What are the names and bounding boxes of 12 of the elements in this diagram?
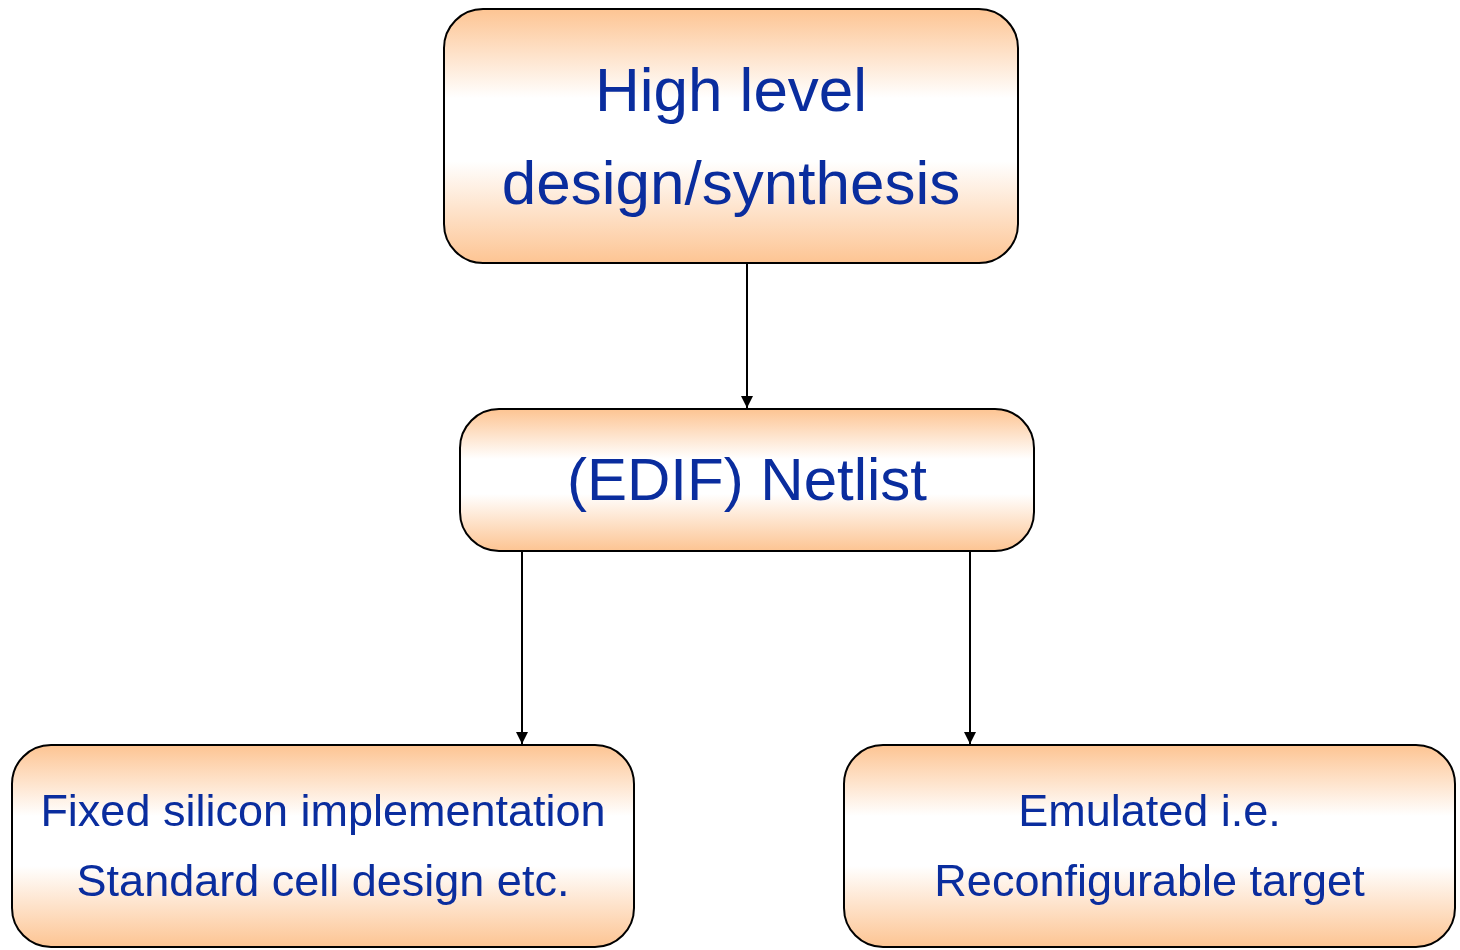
- box-text: Standard cell design etc.: [76, 854, 570, 908]
- process-box: [443, 8, 1019, 264]
- arrow: [964, 551, 976, 745]
- process-box: [459, 408, 1035, 552]
- box-text: (EDIF) Netlist: [567, 445, 927, 515]
- process-box: [843, 744, 1456, 948]
- process-box: [11, 744, 635, 948]
- arrow: [741, 263, 753, 409]
- box-text: Emulated i.e. Reconfigurable target: [933, 784, 1366, 908]
- arrow: [516, 551, 528, 745]
- box-text: Fixed silicon implementation: [40, 784, 606, 839]
- box-text: High level design/synthesis: [500, 54, 962, 219]
